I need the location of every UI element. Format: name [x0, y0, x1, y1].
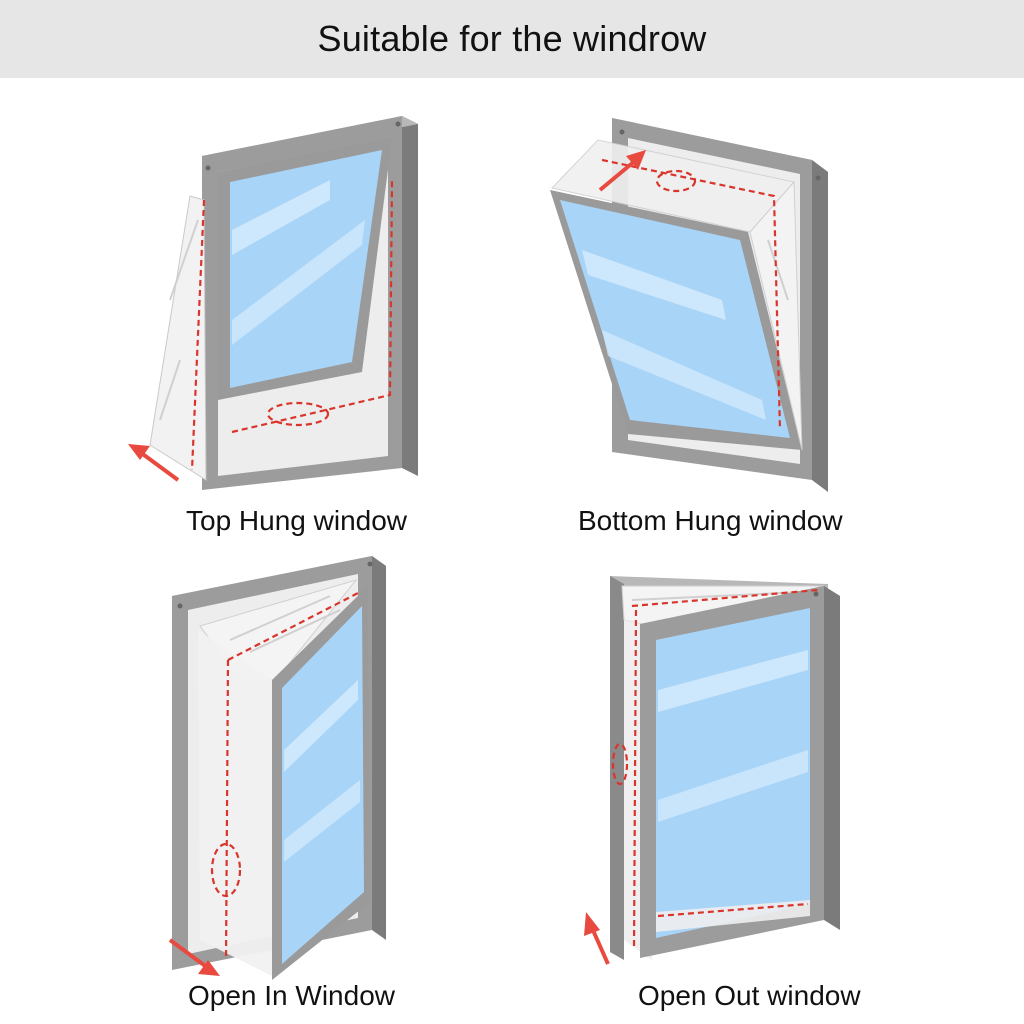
- window-panel-top-hung: Top Hung window: [0, 0, 512, 560]
- open-out-window-illustration: [584, 576, 840, 965]
- caption-open-out-window: Open Out window: [638, 980, 861, 1011]
- caption-open-in-window: Open In Window: [188, 980, 395, 1011]
- page-title: Suitable for the windrow: [317, 18, 707, 59]
- bottom-hung-window-illustration: [550, 118, 828, 492]
- caption-bottom-hung-window: Bottom Hung window: [578, 505, 843, 536]
- caption-top-hung-window: Top Hung window: [186, 505, 408, 536]
- open-in-window-illustration: [168, 556, 386, 980]
- window-panel-open-in: Open In Window: [0, 540, 512, 1024]
- window-panel-bottom-hung: Bottom Hung window: [512, 0, 1024, 560]
- header-bar: Suitable for the windrow: [0, 0, 1024, 78]
- window-panel-open-out: Open Out window: [512, 540, 1024, 1024]
- top-hung-window-illustration: [128, 116, 418, 490]
